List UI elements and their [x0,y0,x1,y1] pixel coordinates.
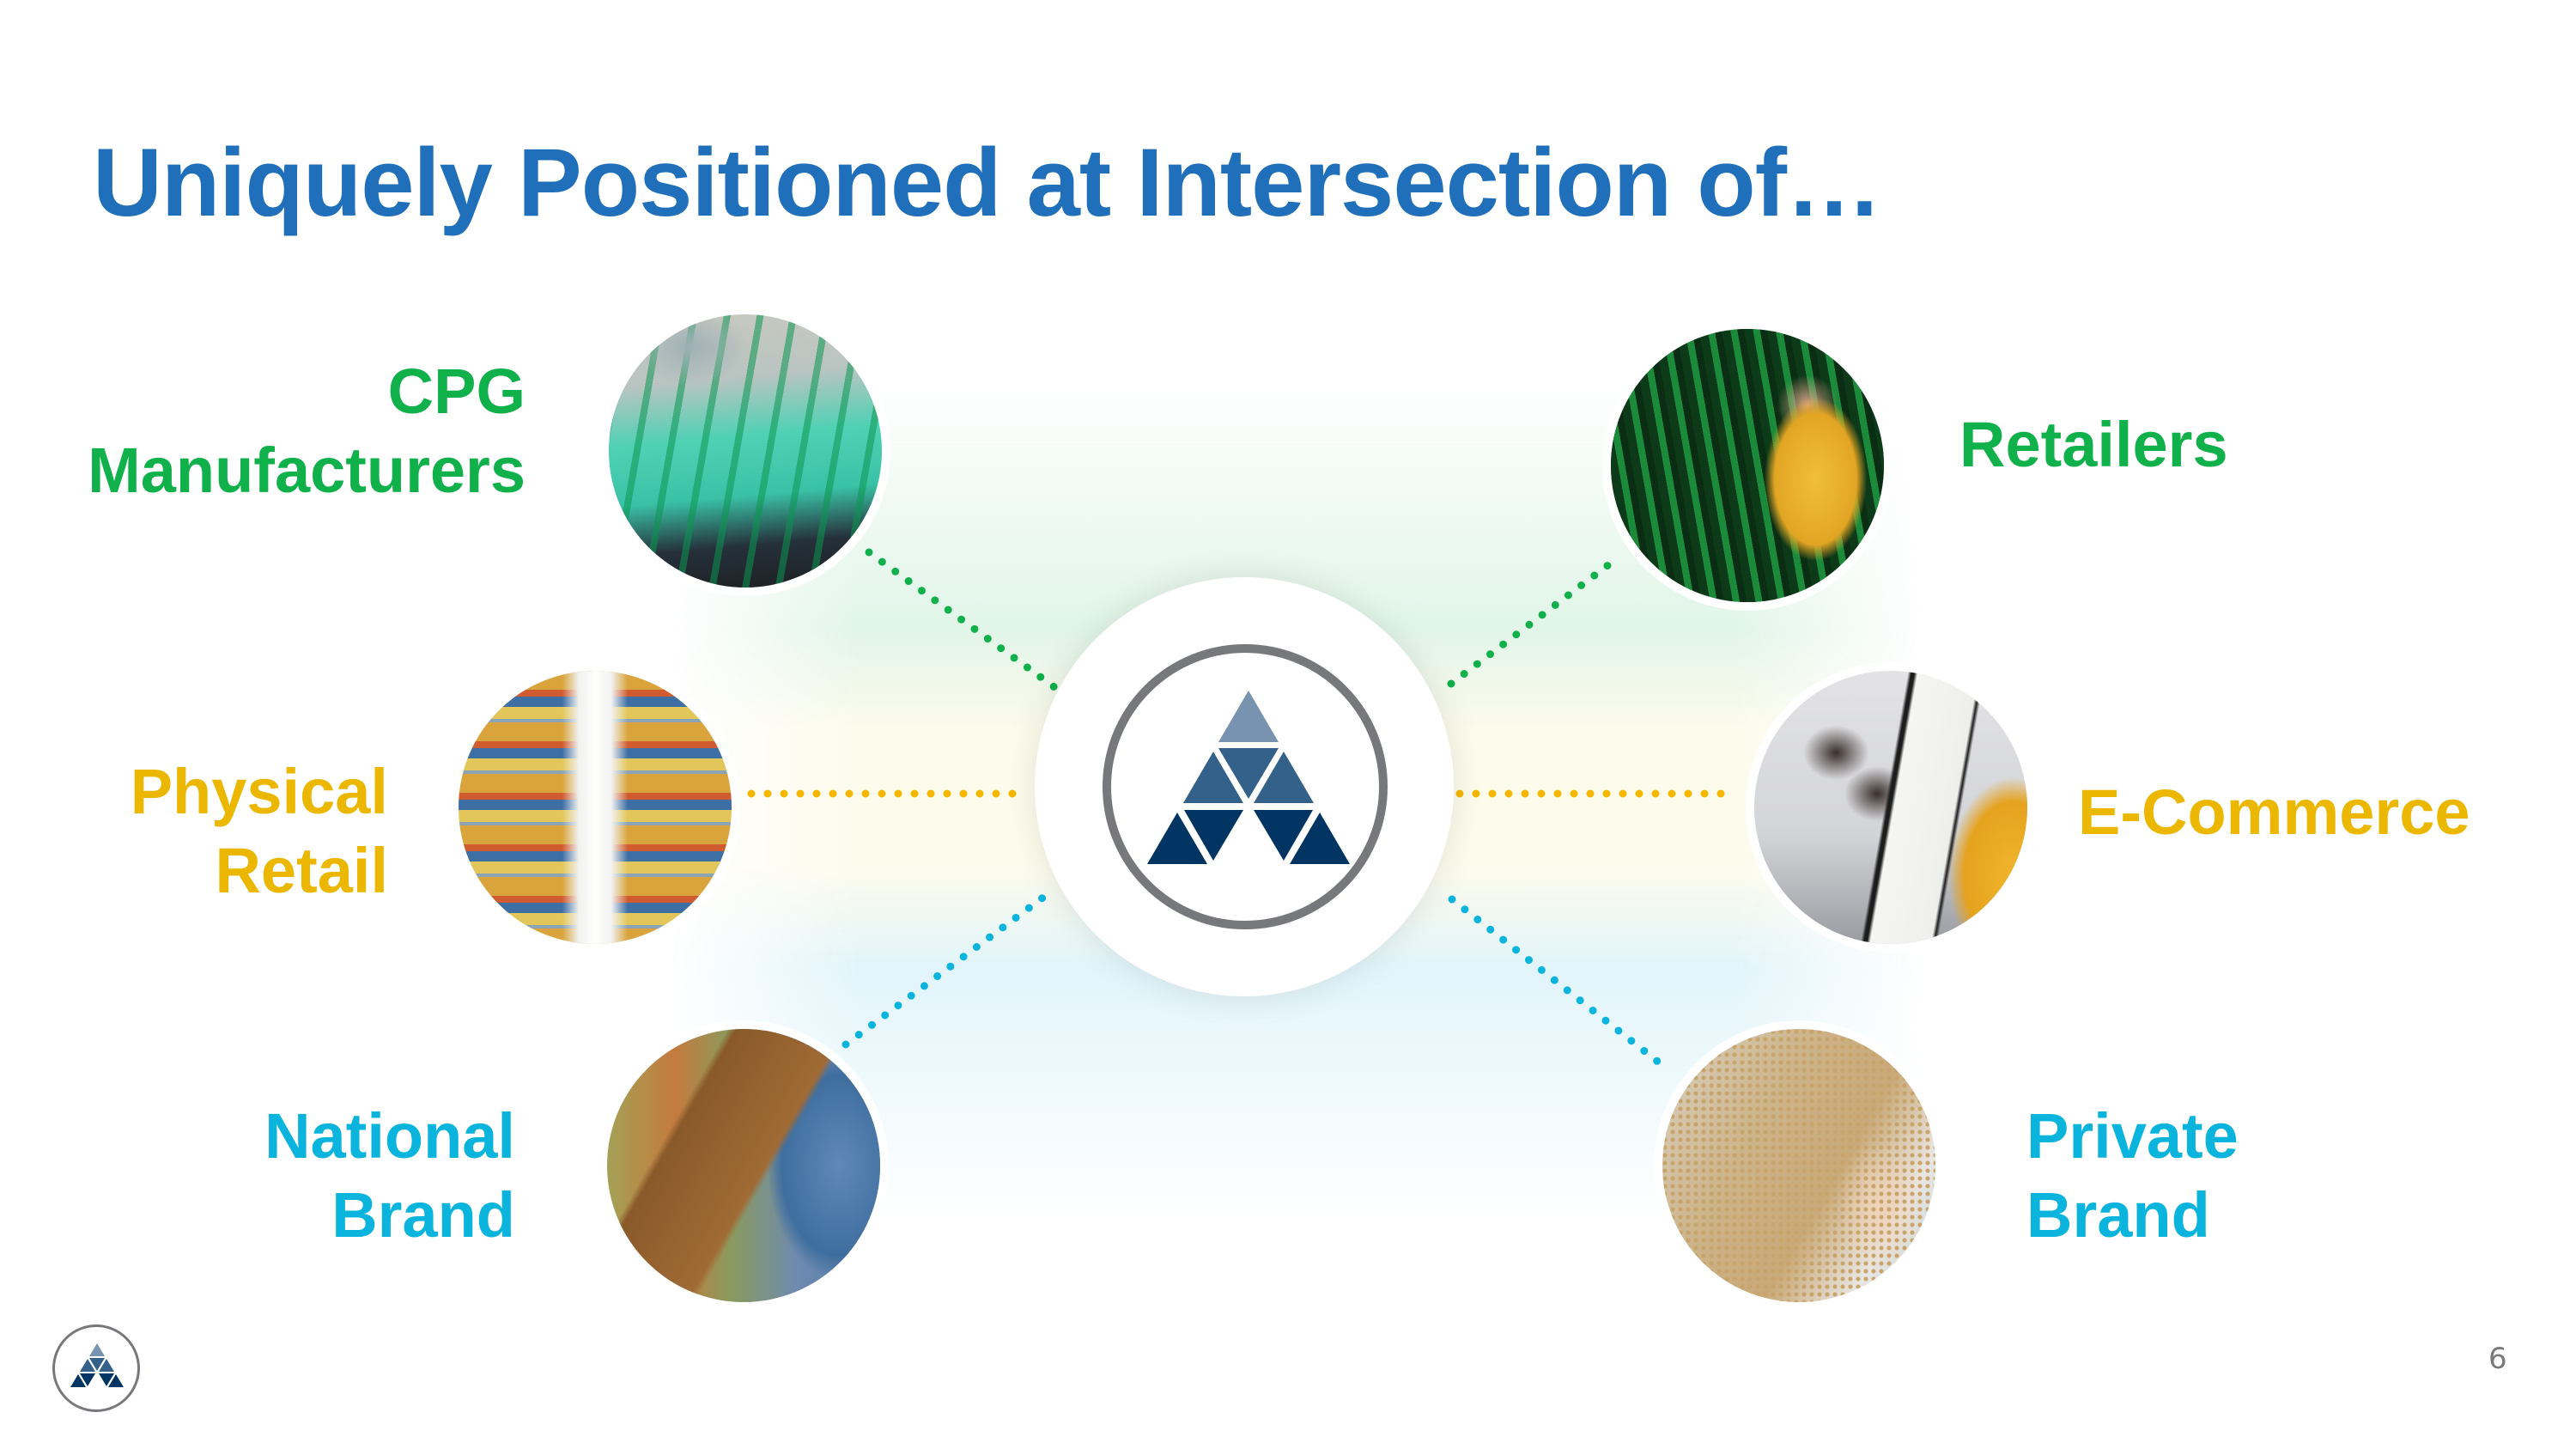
label-line: Retail [215,835,388,906]
connector-retailers [1447,552,1624,688]
national-brand-photo [600,1022,887,1309]
label-line: Manufacturers [88,435,526,506]
page-title: Uniquely Positioned at Intersection of… [93,129,1882,236]
label-ecommerce: E-Commerce [2078,773,2470,852]
ecommerce-photo [1747,664,2034,951]
label-line: Private [2026,1100,2239,1172]
cpg-manufacturers-photo [602,307,889,594]
connector-national-brand [841,885,1059,1049]
label-line: Retailers [1959,409,2228,480]
label-line: Physical [130,756,388,827]
central-hub [1035,577,1454,996]
label-physical-retail: Physical Retail [131,752,388,910]
label-line: E-Commerce [2078,776,2470,848]
hub-ring [1103,644,1388,929]
physical-retail-photo [452,664,738,951]
page-number: 6 [2488,1342,2507,1376]
company-triangle-logo-icon [70,1343,124,1387]
label-private-brand: Private Brand [2026,1097,2239,1255]
retailers-photo [1604,322,1891,609]
connector-cpg [865,548,1059,691]
label-national-brand: National Brand [264,1097,515,1255]
label-retailers: Retailers [1959,405,2228,484]
label-line: Brand [331,1179,515,1251]
label-cpg-manufacturers: CPG Manufacturers [88,352,526,510]
label-line: Brand [2026,1179,2210,1251]
connector-private-brand [1448,895,1672,1074]
footer-logo [52,1324,140,1412]
company-triangle-logo-icon [1147,691,1350,864]
private-brand-photo [1656,1022,1942,1309]
label-line: CPG [387,356,526,427]
label-line: National [264,1100,515,1172]
